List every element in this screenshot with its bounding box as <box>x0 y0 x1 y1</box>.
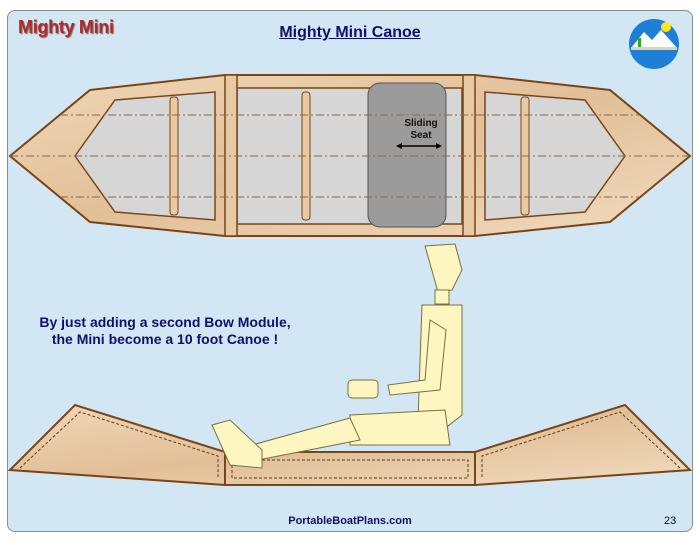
seat-label-line2: Seat <box>410 130 432 141</box>
caption-line2: the Mini become a 10 foot Canoe ! <box>51 331 279 347</box>
seat-label-line1: Sliding <box>404 118 438 129</box>
caption-line1: By just adding a second Bow Module, <box>39 314 291 330</box>
ken-simpson-designs-logo <box>629 19 679 69</box>
caption: By just adding a second Bow Module, the … <box>20 314 310 348</box>
sliding-seat-label: Sliding Seat <box>397 118 445 142</box>
page-title: Mighty Mini Canoe <box>279 24 421 41</box>
footer-website: PortableBoatPlans.com <box>288 515 412 527</box>
canoe-plan-view <box>8 74 692 237</box>
canoe-side-view <box>7 403 693 486</box>
seated-person-figure <box>211 243 463 469</box>
page-number: 23 <box>664 515 677 527</box>
brand-title: Mighty Mini <box>18 17 114 37</box>
